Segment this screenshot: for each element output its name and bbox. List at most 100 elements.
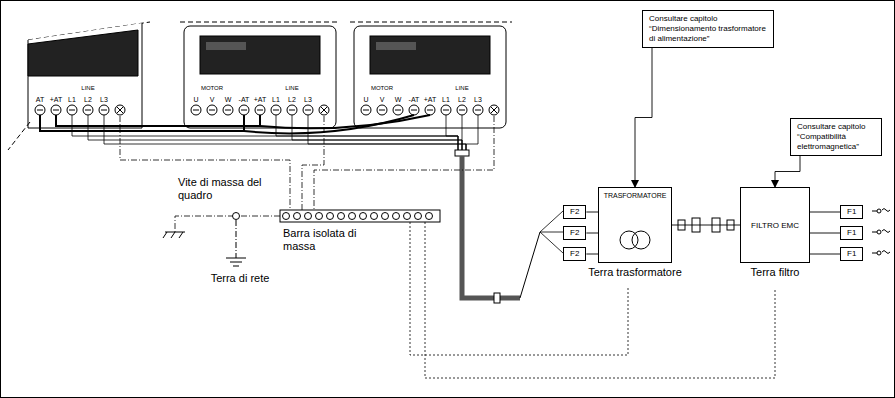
- ground-bar: [280, 210, 440, 222]
- terminal-label: L3: [304, 96, 312, 104]
- terminal-label: MOTOR: [201, 85, 223, 92]
- terminal-label: L2: [288, 96, 296, 104]
- screw-slot: [459, 110, 465, 111]
- callout-note: Consultare capitolo “Compatibilità elett…: [790, 118, 882, 156]
- bar-hole: [382, 213, 389, 220]
- ground-screw: [115, 105, 125, 115]
- fuse-box: F1: [840, 205, 863, 219]
- box-label: F1: [847, 249, 856, 259]
- bar-hole: [393, 213, 400, 220]
- terminal-screw: [255, 105, 265, 115]
- terminal-label: L2: [84, 96, 92, 104]
- terminal-screw: [377, 105, 387, 115]
- terminal-label: LINE: [285, 85, 298, 92]
- connector: [775, 156, 800, 187]
- terminal-label: L1: [272, 96, 280, 104]
- line-wires: [72, 115, 478, 150]
- terminal-label: AT: [36, 96, 44, 104]
- terminal-screw: [191, 105, 201, 115]
- ground-screw: [163, 213, 246, 267]
- screw-slot: [443, 110, 449, 111]
- terminal-label: +AT: [424, 96, 437, 104]
- terminal-screw: [67, 105, 77, 115]
- terminal-label: U: [193, 96, 198, 104]
- terminal-label: V: [380, 96, 385, 104]
- drive-middle: [180, 22, 340, 128]
- terminal-screw: [361, 105, 371, 115]
- ground-screw-label: Vite di massa del quadro: [178, 176, 274, 202]
- screw-slot: [305, 110, 311, 111]
- screw-slot: [85, 110, 91, 111]
- terminal-screw: [441, 105, 451, 115]
- terminal-label: L1: [442, 96, 450, 104]
- terminal-label: LINE: [81, 85, 94, 92]
- fuse-box: F2: [563, 247, 586, 261]
- bar-hole: [371, 213, 378, 220]
- terminal-label: L3: [474, 96, 482, 104]
- screw-slot: [37, 110, 43, 111]
- connector: [635, 48, 652, 187]
- screw-slot: [427, 110, 433, 111]
- ground-screw: [319, 105, 329, 115]
- bar-hole: [338, 213, 345, 220]
- terminal-label: MOTOR: [371, 85, 393, 92]
- terminal-screw: [51, 105, 61, 115]
- fuse-box: F2: [563, 226, 586, 240]
- terminal-screw: [457, 105, 467, 115]
- terminal-screw: [83, 105, 93, 115]
- emc-filter-box: FILTRO EMCTerra filtro: [740, 187, 810, 263]
- bar-hole: [283, 213, 290, 220]
- terminal-label: L2: [458, 96, 466, 104]
- line-wire: [292, 115, 462, 150]
- ground-cross: [491, 107, 497, 113]
- terminal-screw: [99, 105, 109, 115]
- screw-slot: [395, 110, 401, 111]
- terminal-screw: [271, 105, 281, 115]
- terminal-screw: [409, 105, 419, 115]
- transformer-symbol: [620, 231, 650, 249]
- bar-hole: [305, 213, 312, 220]
- screw-slot: [241, 110, 247, 111]
- screw-slot: [193, 110, 199, 111]
- line-wire: [308, 115, 466, 150]
- terminal-label: +AT: [254, 96, 267, 104]
- line-wire: [88, 115, 462, 150]
- terminal-label: W: [395, 96, 402, 104]
- box-label: FILTRO EMC: [751, 221, 799, 230]
- line-wire: [276, 115, 458, 150]
- connector: [586, 233, 598, 234]
- terminal-label: -AT: [409, 96, 420, 104]
- connector: [586, 212, 598, 213]
- screw-slot: [475, 110, 481, 111]
- terminal-label: L3: [100, 96, 108, 104]
- terminal-label: W: [225, 96, 232, 104]
- fuse-box: F2: [563, 205, 586, 219]
- screw-slot: [209, 110, 215, 111]
- supply-cable: [455, 150, 563, 303]
- connector: [586, 254, 598, 255]
- box-label: F2: [570, 207, 579, 217]
- terminal-screw: [473, 105, 483, 115]
- terminal-label: -AT: [239, 96, 250, 104]
- connector: [810, 233, 840, 234]
- box-heading: Terra filtro: [751, 266, 800, 279]
- line-wire: [462, 115, 463, 150]
- screw-slot: [273, 110, 279, 111]
- screw-slot: [411, 110, 417, 111]
- box-label: Consultare capitolo “Dimensionamento tra…: [649, 14, 767, 44]
- terminal-screw: [393, 105, 403, 115]
- terminal-screws: [35, 105, 499, 115]
- connector: [672, 225, 740, 226]
- screw-slot: [379, 110, 385, 111]
- box-label: F1: [847, 207, 856, 217]
- bar-hole: [426, 213, 433, 220]
- terminal-label: U: [363, 96, 368, 104]
- line-wire: [466, 115, 478, 150]
- terminal-screw: [223, 105, 233, 115]
- screw-slot: [257, 110, 263, 111]
- box-heading: Terra trasformatore: [588, 266, 682, 279]
- ground-cross: [321, 107, 327, 113]
- terminal-label: V: [210, 96, 215, 104]
- screw-slot: [289, 110, 295, 111]
- screw-slot: [101, 110, 107, 111]
